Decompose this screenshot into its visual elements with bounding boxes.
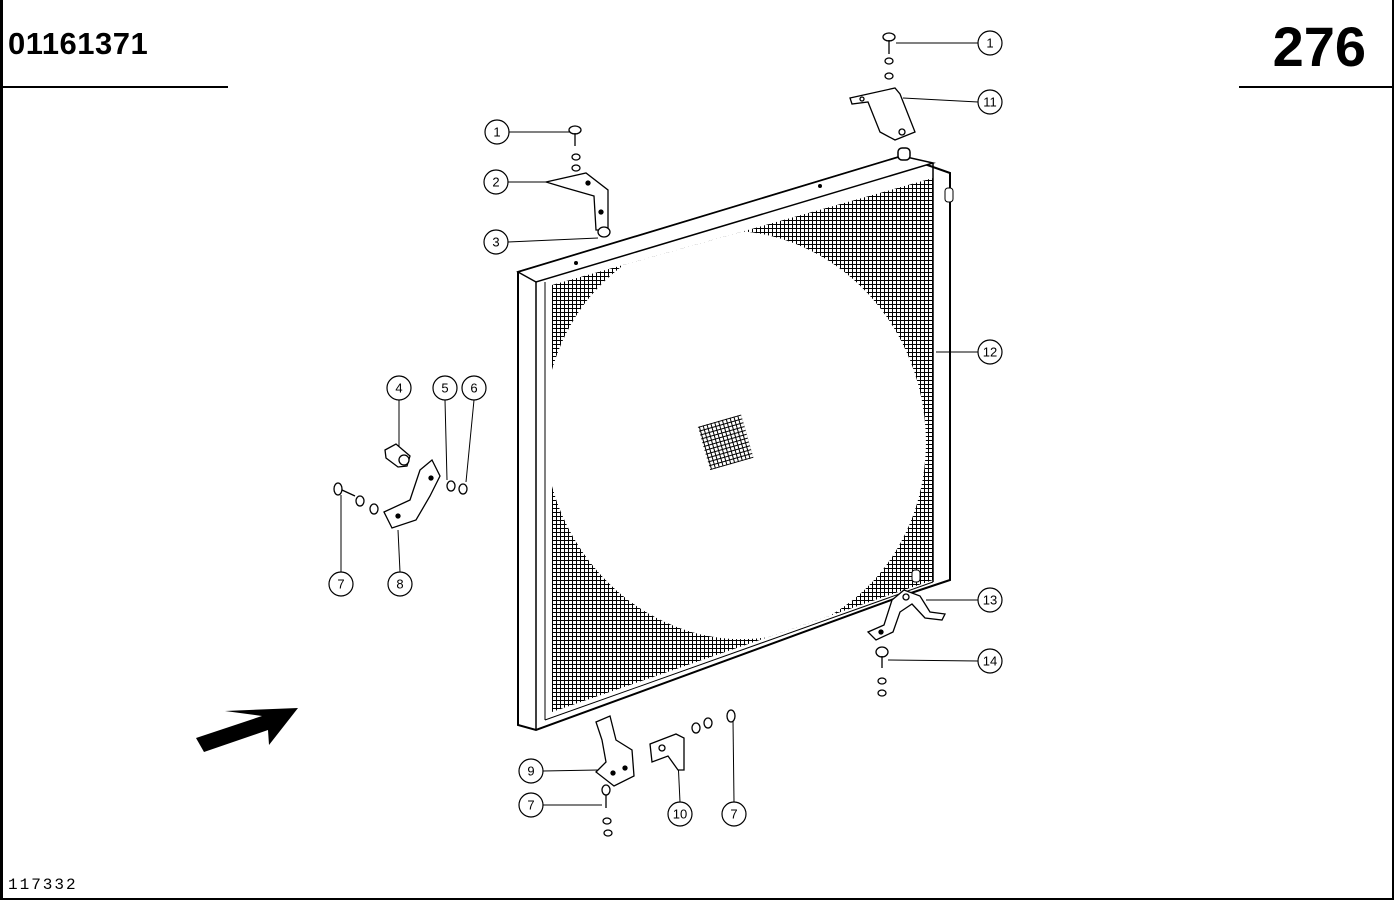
leader-lines bbox=[340, 42, 979, 806]
bolt-14 bbox=[875, 646, 889, 697]
callout-12: 12 bbox=[977, 339, 1003, 365]
callout-7: 7 bbox=[328, 571, 354, 597]
svg-text:13: 13 bbox=[983, 593, 997, 608]
bracket-11 bbox=[849, 87, 916, 141]
svg-text:12: 12 bbox=[983, 345, 997, 360]
radiator-core-mesh bbox=[552, 178, 933, 712]
callout-7: 7 bbox=[518, 792, 544, 818]
callout-5: 5 bbox=[432, 375, 458, 401]
svg-text:9: 9 bbox=[527, 764, 534, 779]
callout-4: 4 bbox=[386, 375, 412, 401]
doc-number: 01161371 bbox=[8, 26, 149, 61]
callout-7: 7 bbox=[721, 801, 747, 827]
direction-arrow-icon bbox=[196, 708, 298, 752]
bolt-top-right bbox=[882, 32, 896, 80]
page-number: 276 bbox=[1272, 15, 1366, 78]
callout-bubbles: 1 11 1 2 3 12 4 5 6 7 8 13 14 9 7 10 7 bbox=[328, 30, 1003, 827]
callout-1: 1 bbox=[977, 30, 1003, 56]
svg-text:6: 6 bbox=[470, 381, 477, 396]
svg-text:14: 14 bbox=[983, 654, 997, 669]
filler-neck bbox=[897, 147, 911, 161]
pin-3 bbox=[597, 226, 611, 238]
bracket-8 bbox=[383, 458, 441, 529]
bolt-top-left bbox=[568, 125, 582, 172]
sensor-4 bbox=[384, 443, 411, 468]
svg-text:2: 2 bbox=[492, 175, 499, 190]
svg-text:7: 7 bbox=[730, 807, 737, 822]
svg-text:7: 7 bbox=[337, 577, 344, 592]
header-rule-right bbox=[1239, 86, 1392, 88]
callout-3: 3 bbox=[483, 229, 509, 255]
callout-8: 8 bbox=[387, 571, 413, 597]
callout-13: 13 bbox=[977, 587, 1003, 613]
svg-text:4: 4 bbox=[395, 381, 402, 396]
svg-text:3: 3 bbox=[492, 235, 499, 250]
header-rule-left bbox=[3, 86, 228, 88]
callout-10: 10 bbox=[667, 801, 693, 827]
bracket-9 bbox=[595, 715, 635, 787]
bracket-2 bbox=[543, 172, 609, 231]
svg-text:8: 8 bbox=[396, 577, 403, 592]
callout-1: 1 bbox=[484, 119, 510, 145]
svg-text:11: 11 bbox=[983, 95, 997, 110]
callout-6: 6 bbox=[461, 375, 487, 401]
svg-text:1: 1 bbox=[493, 125, 500, 140]
callout-2: 2 bbox=[483, 169, 509, 195]
svg-text:7: 7 bbox=[527, 798, 534, 813]
svg-text:10: 10 bbox=[673, 807, 687, 822]
bolt-7-left bbox=[333, 482, 379, 515]
callout-11: 11 bbox=[977, 89, 1003, 115]
callout-9: 9 bbox=[518, 758, 544, 784]
hardware-parts bbox=[333, 32, 946, 837]
drawing-id: 117332 bbox=[8, 876, 78, 894]
bolt-7-bottom bbox=[601, 784, 613, 837]
radiator-assembly bbox=[516, 147, 954, 732]
bracket-13 bbox=[866, 589, 946, 641]
svg-text:1: 1 bbox=[986, 36, 993, 51]
callout-14: 14 bbox=[977, 648, 1003, 674]
svg-text:5: 5 bbox=[441, 381, 448, 396]
bracket-10 bbox=[649, 733, 685, 771]
